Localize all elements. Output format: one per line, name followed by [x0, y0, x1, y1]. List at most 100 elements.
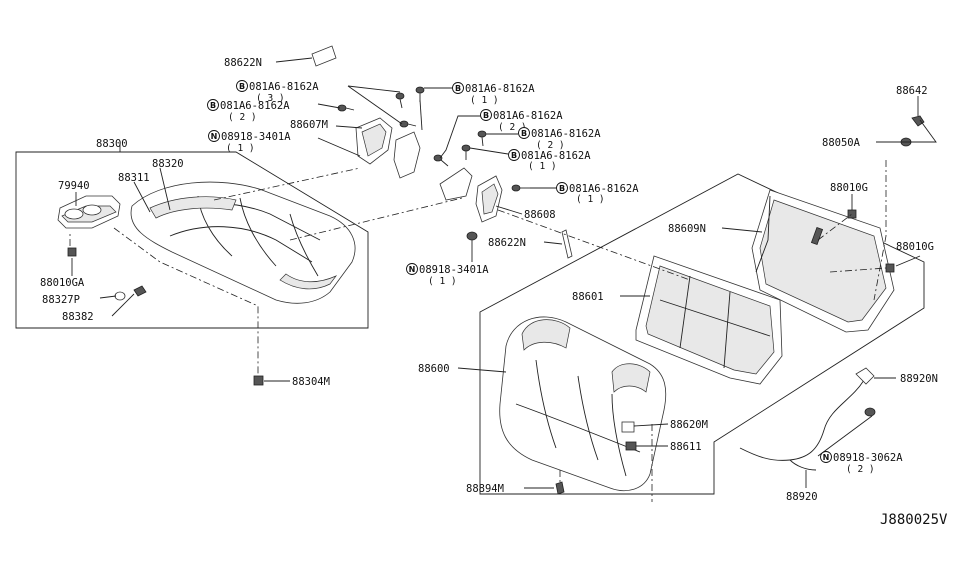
svg-text:( 1 ): ( 1 ) — [226, 143, 255, 154]
bolt-callout-b3: B 081A6-8162A ( 1 ) — [452, 82, 535, 106]
dash-panel-nut2 — [829, 267, 887, 273]
leader-88607M — [335, 125, 363, 129]
label-88920N: 88920N — [900, 373, 938, 385]
leader-88320 — [159, 167, 171, 211]
svg-text:081A6-8162A: 081A6-8162A — [220, 100, 290, 112]
label-88601: 88601 — [572, 291, 604, 303]
dash-cushion-hook — [113, 227, 259, 376]
svg-text:B: B — [511, 151, 517, 160]
leader-n1 — [317, 137, 361, 157]
svg-text:08918-3401A: 08918-3401A — [221, 131, 291, 143]
nut-n2 — [466, 231, 478, 241]
svg-text:B: B — [521, 129, 527, 138]
leader-b3-drop — [419, 99, 423, 131]
bracket-88608 — [475, 175, 503, 223]
label-88611: 88611 — [670, 441, 702, 453]
clip-88620M — [621, 421, 635, 433]
bolt-callout-b6: B 081A6-8162A ( 1 ) — [508, 149, 591, 172]
nut-callout-n2: N 08918-3401A ( 1 ) — [406, 263, 489, 287]
nut-callout-n1: N 08918-3401A ( 1 ) — [208, 130, 291, 154]
label-88010G-b: 88010G — [896, 241, 934, 253]
leader-88622N-top — [275, 57, 313, 63]
label-88300: 88300 — [96, 138, 128, 150]
svg-text:B: B — [210, 101, 216, 110]
label-79940: 79940 — [58, 180, 90, 192]
leader-n3 — [817, 415, 873, 457]
label-88320: 88320 — [152, 158, 184, 170]
svg-text:N: N — [823, 453, 830, 462]
svg-text:B: B — [483, 111, 489, 120]
svg-text:081A6-8162A: 081A6-8162A — [569, 183, 639, 195]
label-88920: 88920 — [786, 491, 818, 503]
hook-88304M — [253, 375, 264, 386]
bolt-callout-b4: B 081A6-8162A ( 2 ) — [480, 109, 563, 133]
leader-88620M — [633, 423, 669, 427]
seat-back-group-frame — [479, 173, 925, 495]
label-88311: 88311 — [118, 172, 150, 184]
clip-88010GA — [67, 247, 77, 257]
bracket-88607M — [355, 117, 393, 165]
dash-bracket-frame — [497, 209, 691, 281]
clip-88611 — [625, 441, 637, 451]
label-88010G-a: 88010G — [830, 182, 868, 194]
label-88608: 88608 — [524, 209, 556, 221]
svg-text:N: N — [211, 132, 218, 141]
clip-88327P — [114, 291, 126, 301]
svg-text:B: B — [455, 84, 461, 93]
label-88620M: 88620M — [670, 419, 708, 431]
label-88600: 88600 — [418, 363, 450, 375]
nut-88010G-a — [847, 209, 857, 219]
armrest-part — [57, 195, 121, 229]
label-88894M: 88894M — [466, 483, 504, 495]
label-88607M: 88607M — [290, 119, 328, 131]
leader-88600 — [457, 367, 507, 373]
svg-text:N: N — [409, 265, 416, 274]
svg-text:( 2 ): ( 2 ) — [536, 140, 565, 151]
clip-88382 — [133, 285, 147, 297]
svg-text:( 1 ): ( 1 ) — [576, 194, 605, 205]
seat-cushion-part — [130, 181, 356, 304]
bolt-callout-b5: B 081A6-8162A ( 2 ) — [518, 127, 601, 151]
svg-text:( 2 ): ( 2 ) — [228, 112, 257, 123]
label-88327P: 88327P — [42, 294, 80, 306]
bolt-callout-b7: B 081A6-8162A ( 1 ) — [556, 182, 639, 205]
leader-88609N — [721, 227, 763, 233]
svg-text:( 1 ): ( 1 ) — [528, 161, 557, 172]
seat-cushion-group-frame — [15, 151, 369, 329]
svg-text:B: B — [239, 82, 245, 91]
diagram-code: J880025V — [880, 512, 948, 528]
leader-88010G-b — [895, 255, 921, 267]
svg-text:( 2 ): ( 2 ) — [846, 464, 875, 475]
bolt-callout-b1: B 081A6-8162A ( 3 ) — [236, 80, 319, 104]
rear-panel-part — [751, 189, 895, 333]
svg-text:081A6-8162A: 081A6-8162A — [521, 150, 591, 162]
svg-text:081A6-8162A: 081A6-8162A — [465, 83, 535, 95]
label-88622N-mid: 88622N — [488, 237, 526, 249]
nut-callout-n3: N 08918-3062A ( 2 ) — [820, 451, 903, 475]
clip-88642 — [911, 115, 925, 127]
label-88304M: 88304M — [292, 376, 330, 388]
label-88050A: 88050A — [822, 137, 861, 149]
leader-88608 — [495, 205, 523, 215]
bracket-center — [393, 131, 473, 201]
nut-88010G-b — [885, 263, 895, 273]
svg-text:081A6-8162A: 081A6-8162A — [249, 81, 319, 93]
label-88609N: 88609N — [668, 223, 706, 235]
leader-b1 — [347, 85, 401, 93]
svg-text:B: B — [559, 184, 565, 193]
clip-88622N-top — [311, 45, 337, 67]
seatback-frame-part — [635, 255, 783, 385]
label-88010GA: 88010GA — [40, 277, 85, 289]
svg-text:( 1 ): ( 1 ) — [470, 95, 499, 106]
svg-text:( 3 ): ( 3 ) — [256, 93, 285, 104]
leader-88622N-mid — [543, 241, 563, 245]
seatback-cushion-part — [499, 316, 667, 491]
bolt-callout-b2: B 081A6-8162A ( 2 ) — [207, 99, 290, 123]
svg-text:081A6-8162A: 081A6-8162A — [493, 110, 563, 122]
bolt-icons — [337, 86, 530, 192]
label-88642: 88642 — [896, 85, 928, 97]
dash-bolt-panel — [873, 160, 887, 301]
pin-88622N-mid — [561, 229, 573, 259]
leader-b1b — [347, 85, 403, 125]
